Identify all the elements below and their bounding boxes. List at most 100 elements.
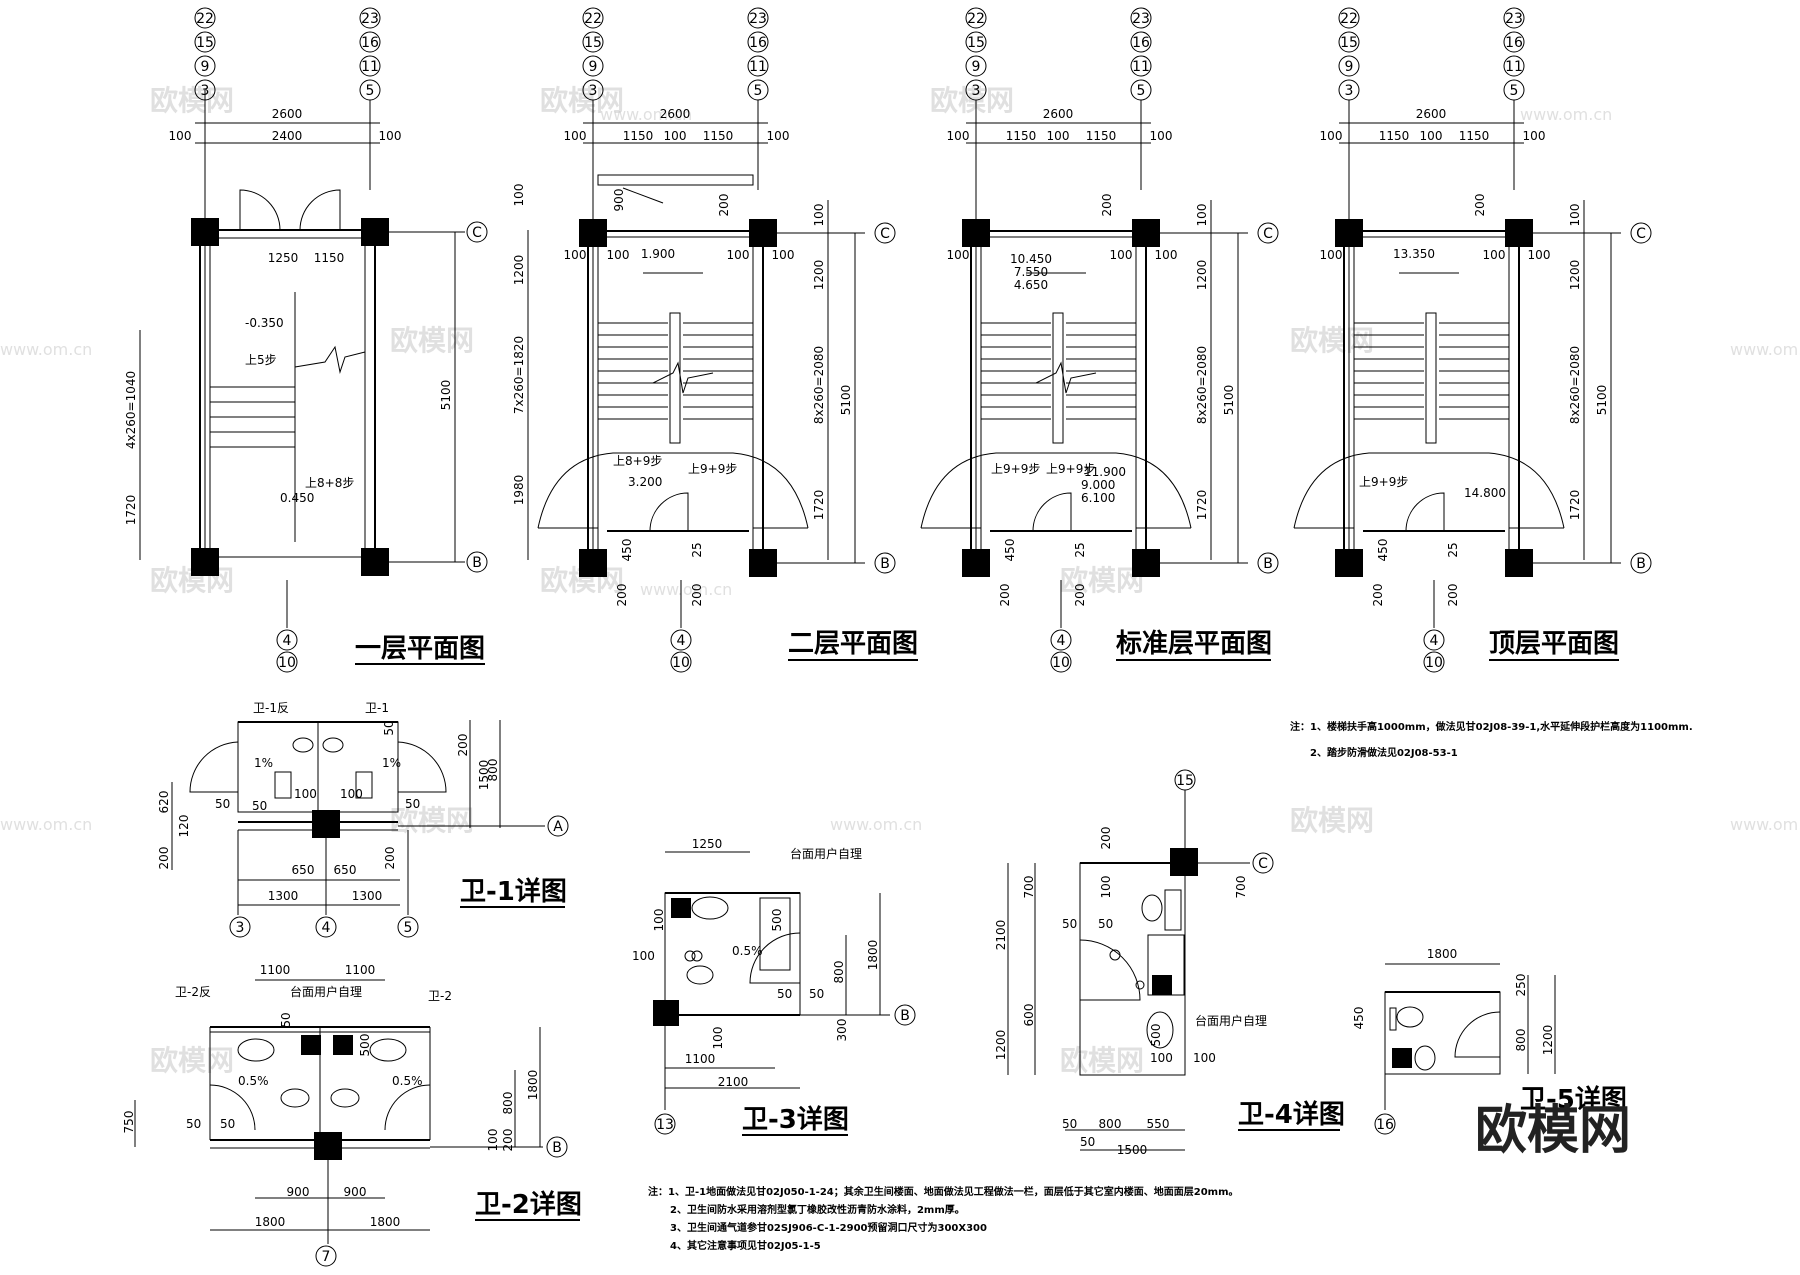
dim: 120 <box>177 815 191 838</box>
dim: 7x260=1820 <box>512 336 526 414</box>
note-line: 3、卫生间通气道参甘02SJ906-C-1-2900预留洞口尺寸为300X300 <box>670 1221 987 1234</box>
watermark-text: 欧模网 <box>930 84 1014 117</box>
dim: 1720 <box>124 495 138 526</box>
level: 6.100 <box>1081 491 1115 505</box>
dim: 1800 <box>255 1215 286 1229</box>
level: 3.200 <box>628 475 662 489</box>
dim: 100 <box>1099 876 1113 899</box>
axis-label: B <box>1636 556 1646 572</box>
dim: 1150 <box>623 129 654 143</box>
level: 1.900 <box>641 247 675 261</box>
level: 13.350 <box>1393 247 1435 261</box>
detail-title: 卫-2详图 <box>475 1189 582 1220</box>
axis-label: 9 <box>589 59 598 75</box>
bath-notes: 注：1、卫-1地面做法见甘02J050-1-24；其余卫生间楼面、地面做法见工程… <box>648 1185 1239 1252</box>
dim: 50 <box>777 987 792 1001</box>
axis-label: 15 <box>196 35 214 51</box>
watermark-url: www.om.cn <box>830 815 922 834</box>
dim-total: 2600 <box>272 107 303 121</box>
note-line: 注：1、楼梯扶手高1000mm，做法见甘02J08-39-1,水平延伸段护栏高度… <box>1290 720 1693 733</box>
axis-label: C <box>1263 226 1273 242</box>
axis-label: 15 <box>967 35 985 51</box>
dim: 1200 <box>1568 260 1582 291</box>
dim: 200 <box>1099 827 1113 850</box>
axis-label: 3 <box>1345 83 1354 99</box>
axis-label: 16 <box>749 35 767 51</box>
dim: 1250 <box>268 251 299 265</box>
axis-label: 13 <box>656 1117 674 1133</box>
watermark-logo: 欧模网 <box>1475 1101 1631 1161</box>
dim: 900 <box>612 189 626 212</box>
dim: 200 <box>1100 194 1114 217</box>
axis-label: 4 <box>1430 633 1439 649</box>
dim: 50 <box>1062 1117 1077 1131</box>
dim: 100 <box>1047 129 1070 143</box>
dim: 1800 <box>526 1070 540 1101</box>
dim: 100 <box>1195 204 1209 227</box>
dim: 25 <box>690 542 704 557</box>
label: 台面用户自理 <box>1195 1013 1267 1028</box>
dim: 1150 <box>1006 129 1037 143</box>
dim: 800 <box>1099 1117 1122 1131</box>
axis-bubbles-right: 23 16 11 5 <box>747 7 769 190</box>
dim: 1100 <box>345 963 376 977</box>
dim: 200 <box>690 584 704 607</box>
dim: 750 <box>122 1111 136 1134</box>
slope: 0.5% <box>238 1074 269 1088</box>
stair-notes: 注：1、楼梯扶手高1000mm，做法见甘02J08-39-1,水平延伸段护栏高度… <box>1290 720 1693 759</box>
level: 14.800 <box>1464 486 1506 500</box>
dim: 200 <box>383 847 397 870</box>
axis-label: 16 <box>1505 35 1523 51</box>
watermark-text: 欧模网 <box>390 324 474 357</box>
axis-label: 5 <box>1510 83 1519 99</box>
axis-label: 22 <box>584 11 602 27</box>
watermark-text: 欧模网 <box>150 84 234 117</box>
dim: 5100 <box>439 380 453 411</box>
dim: 450 <box>1352 1007 1366 1030</box>
note-line: 2、踏步防滑做法见02J08-53-1 <box>1310 746 1458 759</box>
dim: 100 <box>1193 1051 1216 1065</box>
note-line: 4、其它注意事项见甘02J05-1-5 <box>670 1239 821 1252</box>
axis-label: A <box>553 819 563 835</box>
detail-title: 卫-5详图 <box>1520 1084 1627 1115</box>
dim: 1200 <box>1195 260 1209 291</box>
dim: 1150 <box>314 251 345 265</box>
dim-total: 2600 <box>1043 107 1074 121</box>
label: 卫-2反 <box>175 985 211 999</box>
dim: 650 <box>334 863 357 877</box>
level: -0.350 <box>245 316 284 330</box>
axis-label: 4 <box>283 633 292 649</box>
dim: 100 <box>1155 248 1178 262</box>
axis-label: B <box>900 1008 910 1024</box>
dim: 50 <box>279 1012 293 1027</box>
axis-bubbles-left: 22 15 9 3 <box>965 7 987 560</box>
dim: 650 <box>292 863 315 877</box>
note: 上5步 <box>245 353 277 367</box>
dim-total: 2600 <box>1416 107 1447 121</box>
plan-second-floor: 22 15 9 3 23 16 11 5 2600 100 1150 100 1… <box>512 7 918 673</box>
level: 10.450 <box>1010 252 1052 266</box>
dim: 1800 <box>370 1215 401 1229</box>
axis-label: C <box>472 225 482 241</box>
axis-label: 22 <box>1340 11 1358 27</box>
dim: 600 <box>1022 1004 1036 1027</box>
dim: 550 <box>1147 1117 1170 1131</box>
dim: 1720 <box>1568 490 1582 521</box>
dim: 800 <box>486 759 500 782</box>
axis-label: 3 <box>201 83 210 99</box>
dim: 4x260=1040 <box>124 371 138 449</box>
axis-label: 15 <box>584 35 602 51</box>
dim: 100 <box>632 949 655 963</box>
level: 4.650 <box>1014 278 1048 292</box>
label: 卫-1 <box>365 701 389 715</box>
axis-label: 23 <box>749 11 767 27</box>
dim-total: 2600 <box>660 107 691 121</box>
dim: 50 <box>382 720 396 735</box>
dim: 200 <box>1371 584 1385 607</box>
dim: 100 <box>486 1129 500 1152</box>
axis-label: 9 <box>972 59 981 75</box>
watermark-url: www.om.cn <box>0 340 92 359</box>
dim: 200 <box>1073 584 1087 607</box>
dim: 50 <box>186 1117 201 1131</box>
dim: 1800 <box>1427 947 1458 961</box>
